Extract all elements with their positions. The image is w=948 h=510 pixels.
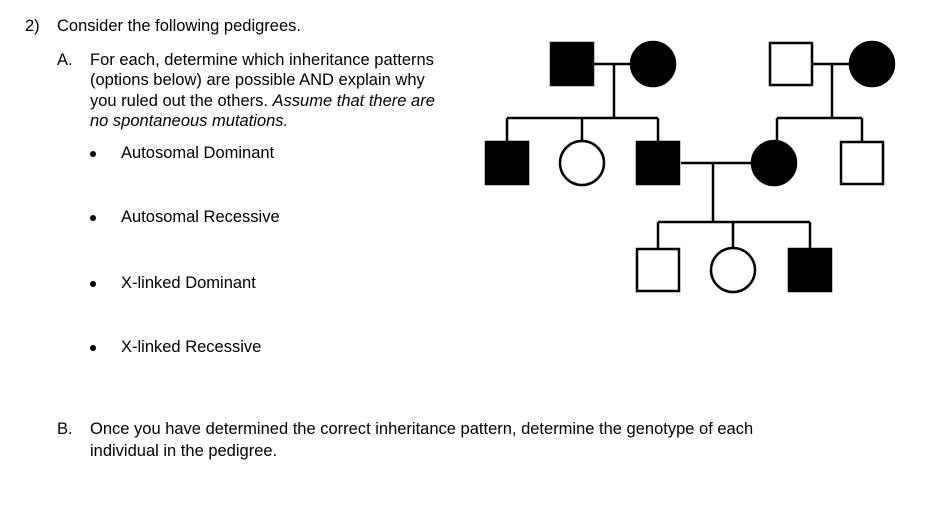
- affected-male-i-1: [549, 41, 595, 87]
- option-autosomal-recessive: Autosomal Recessive: [121, 208, 280, 226]
- affected-male-ii-1: [484, 140, 530, 186]
- part-b-line-2: individual in the pedigree.: [90, 442, 278, 460]
- option-x-linked-recessive: X-linked Recessive: [121, 338, 262, 356]
- bullet: [90, 215, 96, 221]
- unaffected-male-i-3: [768, 41, 814, 87]
- bullet: [90, 151, 96, 157]
- affected-female-i-4: [848, 40, 896, 88]
- part-a-line-3: you ruled out the others. Assume that th…: [90, 91, 435, 112]
- affected-female-i-2: [629, 40, 677, 88]
- part-b-line-1: Once you have determined the correct inh…: [90, 420, 754, 438]
- unaffected-female-ii-2: [558, 139, 606, 187]
- pedigree-individuals: [484, 40, 896, 294]
- question-number: 2): [25, 17, 40, 35]
- part-b-letter: B.: [57, 420, 73, 438]
- part-a-line-4-italic: no spontaneous mutations.: [90, 112, 289, 130]
- part-a-line-3-italic: Assume that there are: [272, 92, 435, 110]
- part-a-line-3-plain: you ruled out the others.: [90, 92, 268, 110]
- part-a-line-2: (options below) are possible AND explain…: [90, 71, 425, 89]
- pedigree-lines: [505, 62, 864, 248]
- question-prompt: Consider the following pedigrees.: [57, 17, 301, 35]
- affected-female-ii-4: [750, 139, 798, 187]
- bullet: [90, 281, 96, 287]
- part-a-line-1: For each, determine which inheritance pa…: [90, 51, 434, 69]
- option-x-linked-dominant: X-linked Dominant: [121, 274, 256, 292]
- bullet: [90, 345, 96, 351]
- part-a-line-4: no spontaneous mutations.: [90, 111, 288, 132]
- unaffected-male-iii-1: [635, 247, 681, 293]
- unaffected-male-ii-5: [839, 140, 885, 186]
- unaffected-female-iii-2: [709, 246, 757, 294]
- affected-male-iii-3: [787, 247, 833, 293]
- part-a-letter: A.: [57, 51, 73, 69]
- option-autosomal-dominant: Autosomal Dominant: [121, 144, 275, 162]
- affected-male-ii-3: [635, 140, 681, 186]
